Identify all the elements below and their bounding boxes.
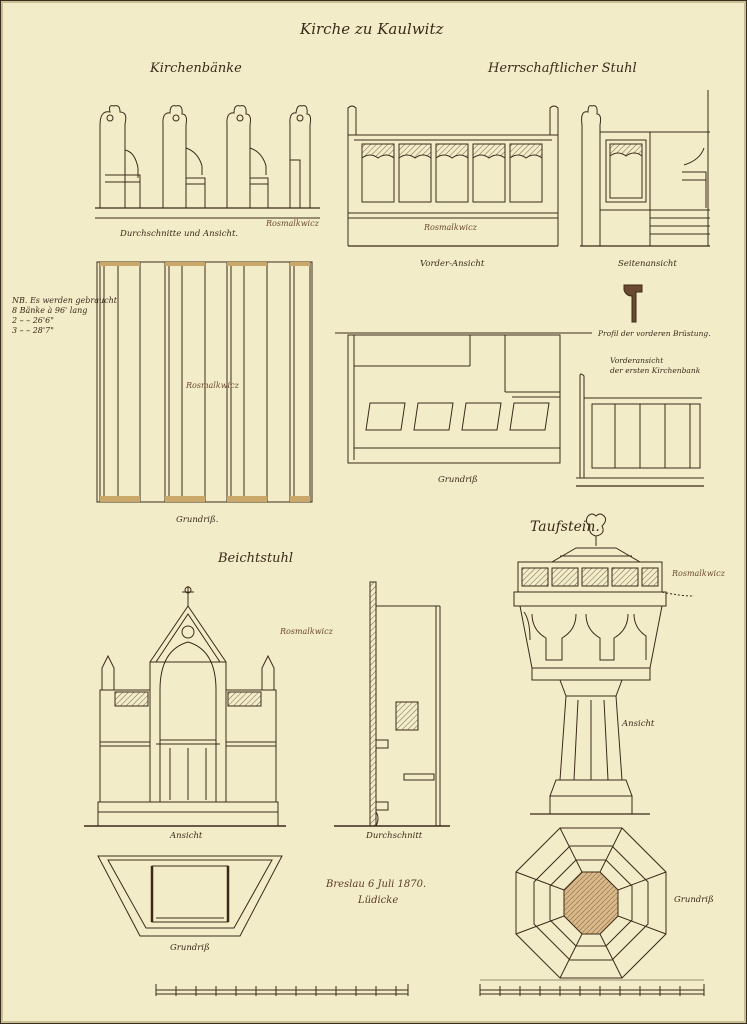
stall-side-caption: Seitenansicht xyxy=(618,259,677,269)
first-pew-front-elevation xyxy=(576,373,704,487)
review-mark: Rosmalkwicz xyxy=(672,569,725,578)
stall-plan xyxy=(335,332,592,464)
confessional-plan xyxy=(97,855,283,937)
stall-profile-caption: Profil der vorderen Brüstung. xyxy=(598,329,711,338)
review-mark: Rosmalkwicz xyxy=(186,381,239,390)
font-plan-caption: Grundriß xyxy=(674,895,714,905)
stall-front-elevation xyxy=(347,105,559,247)
font-elevation xyxy=(513,513,695,815)
stall-plan-caption: Grundriß xyxy=(438,475,478,485)
confessional-elevation xyxy=(84,586,286,827)
confessional-view-caption: Ansicht xyxy=(170,831,203,841)
stall-profile-detail xyxy=(623,284,643,323)
confessional-plan-caption: Grundriß xyxy=(170,943,210,953)
stall-heading: Herrschaftlicher Stuhl xyxy=(488,61,637,76)
confessional-section xyxy=(334,581,450,827)
font-view-caption: Ansicht xyxy=(622,719,655,729)
review-mark: Rosmalkwicz xyxy=(266,219,319,228)
pews-quantity-note: NB. Es werden gebraucht 8 Bänke à 96' la… xyxy=(12,296,117,335)
sheet-title: Kirche zu Kaulwitz xyxy=(300,20,444,38)
confessional-section-caption: Durchschnitt xyxy=(366,831,423,841)
pews-section-caption: Durchschnitte und Ansicht. xyxy=(120,229,239,239)
signature-place-date: Breslau 6 Juli 1870. xyxy=(326,879,427,890)
pews-heading: Kirchenbänke xyxy=(150,61,242,76)
font-heading: Taufstein. xyxy=(530,519,600,535)
signature-name: Lüdicke xyxy=(358,895,399,906)
confessional-heading: Beichtstuhl xyxy=(218,551,294,566)
stall-side-elevation xyxy=(580,90,710,247)
first-pew-front-caption: Vorderansicht der ersten Kirchenbank xyxy=(610,356,701,375)
pew-plan xyxy=(96,261,313,503)
stall-front-caption: Vorder-Ansicht xyxy=(420,259,485,269)
font-plan xyxy=(515,827,667,979)
pew-sections xyxy=(95,105,320,219)
scale-bars xyxy=(155,979,705,996)
review-mark: Rosmalkwicz xyxy=(280,627,333,636)
pews-plan-caption: Grundriß. xyxy=(176,515,219,525)
review-mark: Rosmalkwicz xyxy=(424,223,477,232)
